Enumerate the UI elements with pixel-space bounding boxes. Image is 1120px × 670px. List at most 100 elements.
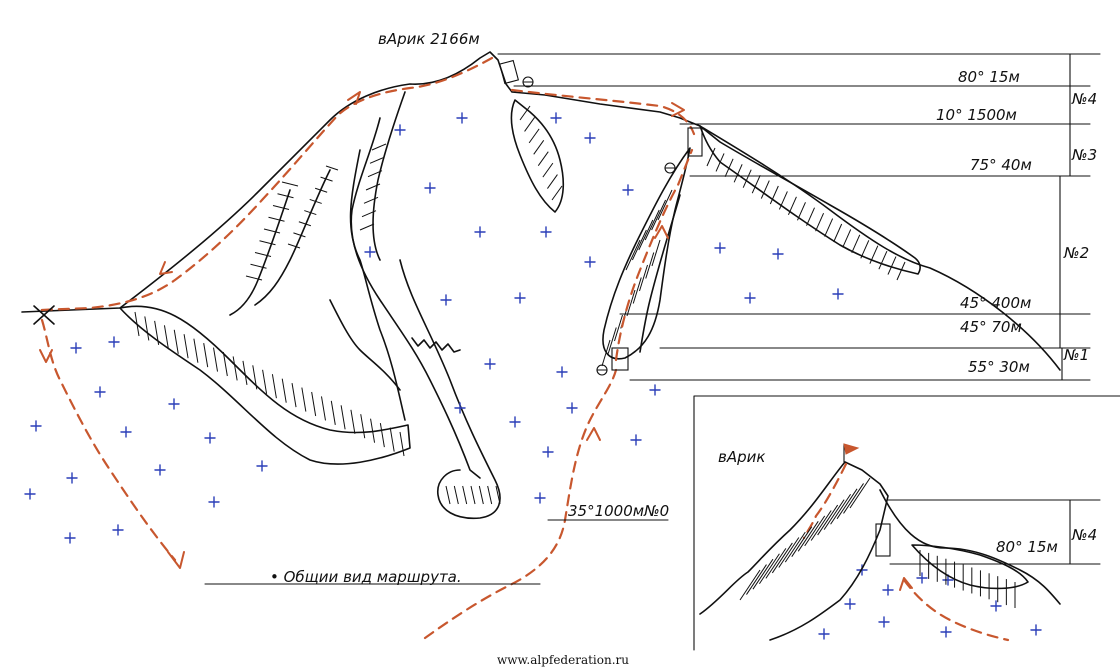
hatch-stroke xyxy=(791,526,813,557)
hatch-stroke xyxy=(739,569,761,601)
hatch-stroke xyxy=(293,232,306,238)
hatch-stroke xyxy=(298,221,312,227)
hatch-stroke xyxy=(769,185,779,205)
hatch-stroke xyxy=(771,542,793,574)
hatch-stroke xyxy=(252,365,258,390)
hatch-stroke xyxy=(644,209,660,241)
hatch-stroke xyxy=(281,181,299,187)
hatch-stroke xyxy=(242,360,248,385)
hatch-stroke xyxy=(268,216,285,222)
hatch-stroke xyxy=(537,151,549,167)
hatch-stroke xyxy=(134,311,140,337)
route-arrows xyxy=(39,91,685,569)
inset-line-label: 80° 15м xyxy=(996,538,1058,556)
hatch-stroke xyxy=(706,147,716,167)
hatch-stroke xyxy=(370,418,376,443)
hatch-stroke xyxy=(631,229,647,261)
hatch-stroke xyxy=(363,196,379,204)
hatch-stroke xyxy=(836,488,858,520)
hatch-stroke xyxy=(528,128,540,144)
hatch-stroke xyxy=(330,400,336,425)
hatch-stroke xyxy=(797,521,819,552)
hatch-stroke xyxy=(350,409,356,434)
serrated-ridge xyxy=(411,337,461,353)
route-line xyxy=(38,56,696,640)
hatch-stroke xyxy=(340,405,346,430)
hatch-stroke xyxy=(804,515,826,547)
hatch-stroke xyxy=(724,158,734,178)
hatch-stroke xyxy=(742,169,752,188)
hatch-stroke xyxy=(314,187,328,193)
hatch-stroke xyxy=(626,289,636,317)
hatch-stroke xyxy=(625,239,641,271)
hatch-stroke xyxy=(746,564,767,595)
hatch-stroke xyxy=(263,228,281,234)
hatch-stroke xyxy=(371,143,387,151)
hatch-stroke xyxy=(824,218,834,237)
hatch-stroke xyxy=(638,219,654,251)
hatch-stroke xyxy=(154,320,160,345)
hatch-stroke xyxy=(645,252,655,279)
section-label-2: №2 xyxy=(1063,244,1089,262)
hatch-stroke xyxy=(843,483,864,514)
route-line-label-1: 80° 15м xyxy=(958,68,1020,86)
hatch-stroke xyxy=(758,553,780,585)
hatch-stroke xyxy=(715,153,725,172)
hatch-stroke xyxy=(542,162,554,178)
hatch-stroke xyxy=(325,165,339,171)
section-label-1: №1 xyxy=(1063,346,1089,364)
hatch-stroke xyxy=(379,423,385,448)
hatch-stroke xyxy=(254,252,272,257)
hatch-stroke xyxy=(815,212,825,232)
hatch-stroke xyxy=(203,343,209,368)
hatch-stroke xyxy=(287,243,301,249)
hatch-stroke xyxy=(533,139,545,155)
hatch-stroke xyxy=(193,338,199,363)
hatch-stroke xyxy=(365,183,381,191)
hatch-stroke xyxy=(183,334,189,359)
hatch-stroke xyxy=(849,477,871,509)
hatch-stroke xyxy=(360,414,366,439)
section-label-3: №3 xyxy=(1071,146,1097,164)
hatch-stroke xyxy=(361,210,377,218)
hatch-stroke xyxy=(271,374,277,399)
hatch-stroke xyxy=(277,193,294,199)
hatch-stroke xyxy=(478,485,484,505)
hatch-stroke xyxy=(806,207,815,226)
inset-title: вАрик xyxy=(718,448,765,466)
inset-panel: вАрик 80° 15м №4 xyxy=(693,395,1120,651)
hatch-stroke xyxy=(632,277,642,304)
hatch-stroke xyxy=(453,485,459,505)
hatch-stroke xyxy=(399,431,405,457)
hatch-stroke xyxy=(896,261,906,281)
hatch-stroke xyxy=(601,339,611,367)
hatch-stroke xyxy=(760,180,770,199)
caption: • Общии вид маршрута. xyxy=(270,568,462,586)
hatch-stroke xyxy=(833,223,843,243)
hatch-stroke xyxy=(144,316,150,341)
hatch-stroke xyxy=(851,234,861,254)
hatch-stroke xyxy=(733,164,743,183)
hatch-stroke xyxy=(369,156,385,164)
hatch-stroke xyxy=(495,485,501,505)
hatch-stroke xyxy=(810,510,832,541)
hatch-stroke xyxy=(765,548,787,579)
hatch-stroke xyxy=(778,537,800,568)
inset-section-label: №4 xyxy=(1071,526,1097,544)
hatch-stroke xyxy=(797,202,806,221)
route-line-label-2: 10° 1500м xyxy=(936,106,1017,124)
hatch-stroke xyxy=(778,191,788,210)
mountain-outline xyxy=(21,51,1061,520)
hatch-stroke xyxy=(787,196,797,216)
hatch-stroke xyxy=(607,327,617,354)
hatch-stroke xyxy=(519,105,531,121)
approach-label: 35°1000м№0 xyxy=(568,502,669,520)
summit-label: вАрик 2166м xyxy=(378,30,480,48)
hatch-stroke xyxy=(311,391,317,417)
section-label-4: №4 xyxy=(1071,90,1097,108)
hatch-stroke xyxy=(878,250,888,270)
hatch-stroke xyxy=(259,240,276,246)
hatch-stroke xyxy=(830,493,852,525)
hatch-stroke xyxy=(651,199,667,231)
hatch-stroke xyxy=(301,387,307,412)
